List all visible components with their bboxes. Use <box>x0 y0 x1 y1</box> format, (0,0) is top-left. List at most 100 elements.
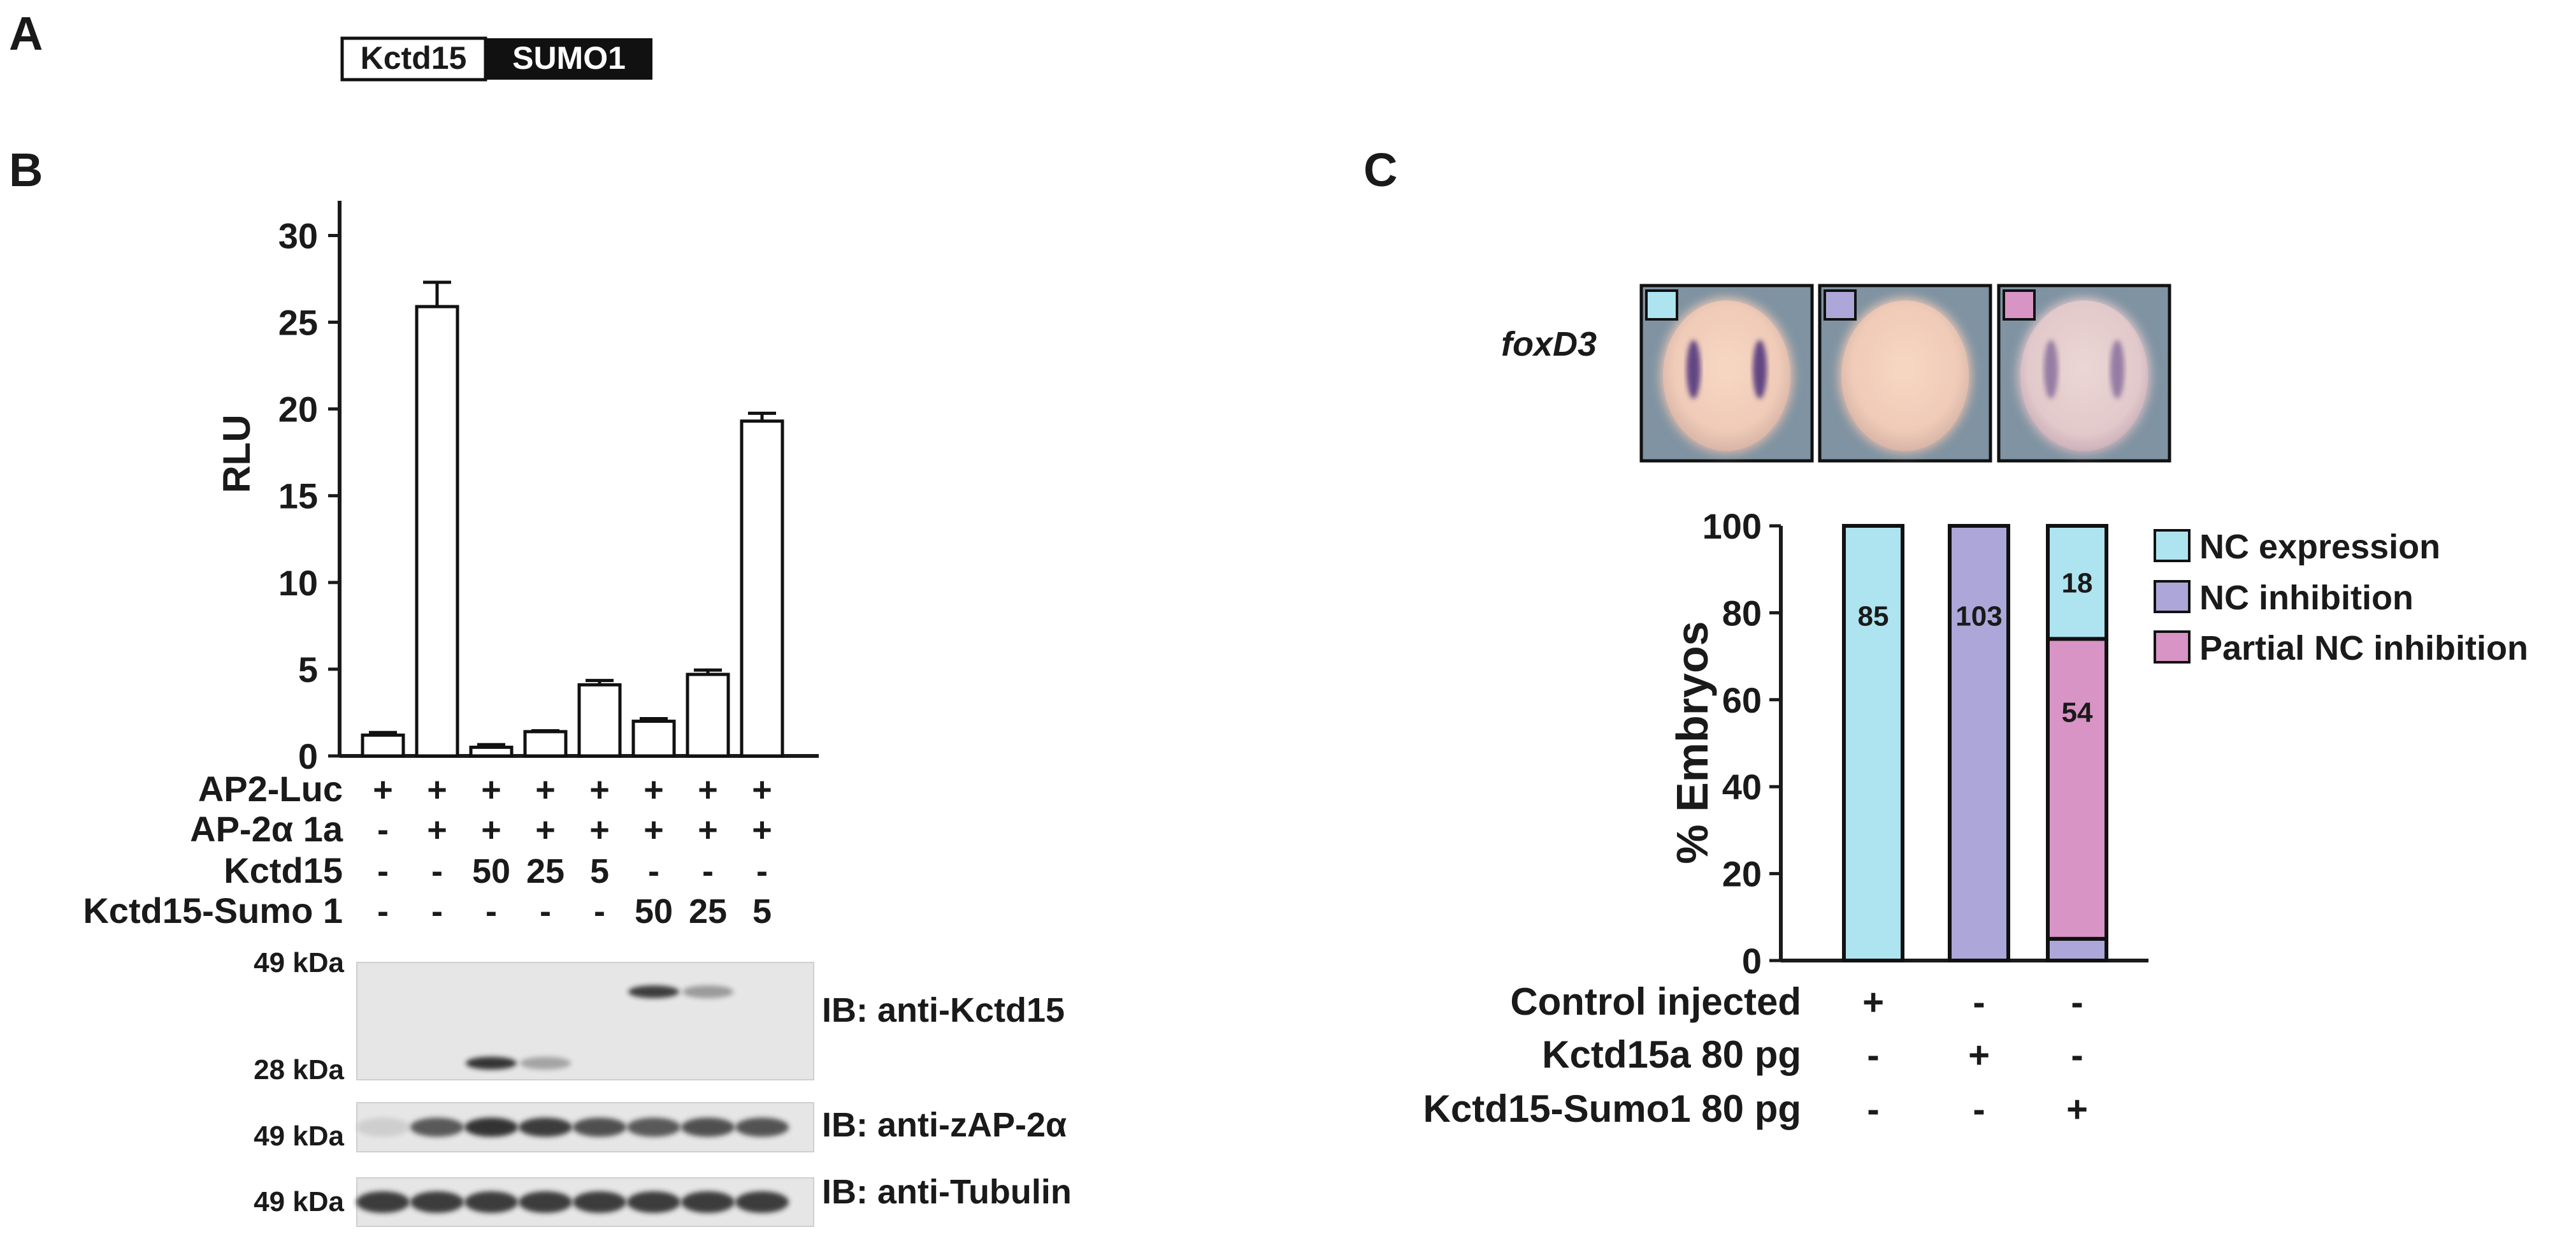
embryo <box>2020 300 2148 451</box>
construct-sumo1-label: SUMO1 <box>512 40 626 76</box>
chart-b-condition-value: - <box>377 811 389 849</box>
blot-marker-label: 49 kDa <box>254 1121 344 1152</box>
chart-b-condition-value: + <box>481 811 501 849</box>
chart-c-condition-name: Control injected <box>1510 980 1801 1023</box>
chart-b-y-tick-label: 5 <box>298 650 318 690</box>
chart-b-condition-name: AP2-Luc <box>198 769 343 809</box>
chart-c-count-label: 103 <box>1955 600 2002 632</box>
panel-letter-b: B <box>9 143 43 196</box>
chart-c-condition-name: Kctd15-Sumo1 80 pg <box>1423 1087 1801 1130</box>
chart-c-bar-segment <box>2046 637 2108 941</box>
chart-b-condition-name: Kctd15-Sumo 1 <box>83 890 343 931</box>
chart-b-condition-value: - <box>486 892 497 931</box>
embryo-category-swatch <box>1645 289 1678 321</box>
blot-band <box>519 1191 572 1213</box>
neural-crest-stain <box>2044 340 2058 399</box>
chart-b-condition-name: AP-2α 1a <box>190 809 343 849</box>
chart-c-y-tick-label: 0 <box>1742 941 1762 981</box>
chart-b-bar <box>577 683 622 758</box>
blot-band <box>573 1191 626 1213</box>
blot-band <box>573 1117 626 1137</box>
blot-band <box>464 1117 518 1137</box>
chart-c-bar-segment <box>1948 524 2010 962</box>
chart-b-condition-value: + <box>535 771 556 809</box>
blot-band <box>466 1057 517 1070</box>
blot-marker-label: 28 kDa <box>254 1054 344 1085</box>
chart-b-condition-table: AP2-Luc++++++++AP-2α 1a-+++++++Kctd15--5… <box>83 769 772 931</box>
chart-b-condition-value: + <box>427 771 447 809</box>
blot-antibody-label: IB: anti-Tubulin <box>822 1173 1072 1211</box>
chart-b-bar <box>469 745 514 758</box>
blot-band <box>356 1117 410 1137</box>
chart-c-condition-value: - <box>1867 1034 1879 1076</box>
blot-antibody-label: IB: anti-zAP-2α <box>822 1106 1067 1144</box>
chart-c-count-label: 18 <box>2062 568 2093 599</box>
blot-marker-label: 49 kDa <box>254 947 344 978</box>
embryo <box>1841 300 1969 451</box>
chart-b-y-tick-label: 25 <box>278 303 318 343</box>
chart-b-condition-value: 50 <box>472 852 510 890</box>
chart-b-condition-value: - <box>431 852 443 890</box>
chart-b-condition-value: + <box>427 811 447 849</box>
chart-b-condition-value: + <box>644 771 664 809</box>
chart-b-y-tick-label: 15 <box>278 476 318 516</box>
chart-c-condition-value: - <box>2071 1034 2083 1076</box>
chart-c-condition-value: + <box>1862 982 1884 1023</box>
blot-membrane <box>356 962 814 1080</box>
chart-b-y-tick-label: 30 <box>278 215 318 256</box>
chart-c-condition-value: + <box>1968 1034 1990 1076</box>
neural-crest-stain <box>2110 340 2124 399</box>
chart-c-legend-label: NC inhibition <box>2199 579 2414 617</box>
chart-b-bar <box>415 305 459 758</box>
chart-c-legend-label: Partial NC inhibition <box>2199 629 2528 667</box>
chart-b-condition-value: + <box>481 771 501 809</box>
chart-c-bar-segment <box>2046 524 2108 641</box>
blot-band <box>628 985 679 998</box>
chart-c-count-label: 85 <box>1858 600 1889 632</box>
chart-b-condition-value: + <box>644 811 664 849</box>
blot-band <box>519 1117 572 1137</box>
neural-crest-stain <box>1753 340 1767 399</box>
embryo-category-swatch <box>2003 289 2036 321</box>
blot-band <box>464 1191 518 1213</box>
chart-c-count-label: 54 <box>2062 697 2093 728</box>
blot-band <box>681 1191 735 1213</box>
blot-band <box>410 1117 464 1137</box>
chart-b-bar <box>686 672 730 758</box>
chart-c-condition-value: - <box>1973 1089 1985 1130</box>
chart-b-condition-value: 50 <box>635 892 673 931</box>
blot-band <box>682 985 733 998</box>
chart-b-condition-value: + <box>589 811 610 849</box>
chart-c-legend-swatch <box>2154 529 2191 562</box>
chart-b-condition-value: + <box>752 771 772 809</box>
chart-b-condition-value: 25 <box>526 852 565 890</box>
chart-b-condition-value: 25 <box>689 892 727 931</box>
blot-band <box>356 1191 410 1213</box>
chart-c-y-tick-label: 80 <box>1722 593 1762 633</box>
chart-b-condition-value: - <box>594 892 605 931</box>
blot-band <box>735 1117 789 1137</box>
blot-marker-label: 49 kDa <box>254 1186 344 1217</box>
blot-band <box>681 1117 735 1137</box>
blot-antibody-label: IB: anti-Kctd15 <box>822 991 1065 1029</box>
blot-band <box>520 1057 571 1070</box>
chart-b-condition-name: Kctd15 <box>224 850 343 890</box>
chart-b-condition-value: - <box>648 852 659 890</box>
embryo <box>1663 300 1790 451</box>
chart-b-y-axis-label: RLU <box>215 414 258 493</box>
blot-band <box>627 1117 680 1137</box>
chart-b-condition-value: - <box>702 852 714 890</box>
chart-b-bar <box>523 730 568 758</box>
neural-crest-stain <box>1687 340 1701 399</box>
chart-b-y-tick-label: 20 <box>278 389 318 430</box>
chart-c-condition-value: - <box>1867 1089 1879 1130</box>
chart-b-condition-value: + <box>373 771 393 809</box>
chart-b-condition-value: - <box>377 892 389 931</box>
chart-b-y-tick-label: 0 <box>298 736 318 776</box>
chart-c-bar-segment <box>2046 936 2108 963</box>
chart-c-legend-label: NC expression <box>2199 528 2440 566</box>
chart-b-bars <box>361 280 784 758</box>
